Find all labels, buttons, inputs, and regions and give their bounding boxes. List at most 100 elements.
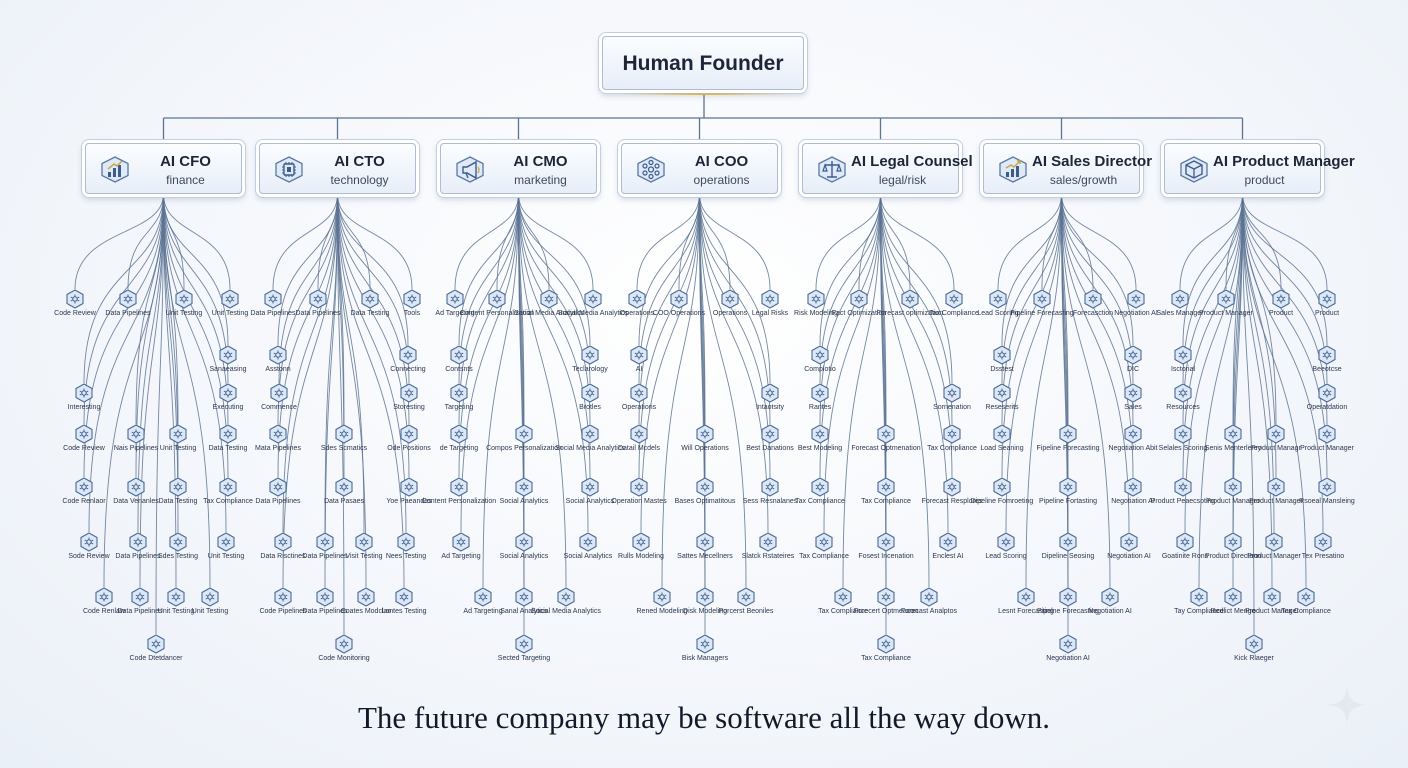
agent-node[interactable]: Forecert Optmeacon <box>831 587 941 616</box>
agent-node[interactable]: Teclarology <box>535 345 645 374</box>
agent-node[interactable]: Social Media Analytics <box>538 289 648 318</box>
agent-node[interactable]: Sales Manager <box>1125 289 1235 318</box>
agent-node[interactable]: Reseserits <box>947 383 1057 412</box>
agent-node[interactable]: Unit Testing <box>155 587 265 616</box>
agent-node[interactable]: Social Media Analytics <box>494 289 604 318</box>
agent-node[interactable]: Data Pipelines <box>263 289 373 318</box>
agent-node[interactable]: Will Operations <box>650 424 760 453</box>
agent-node[interactable]: Product <box>1226 289 1336 318</box>
agent-node[interactable]: Pipeline Fortasting <box>1013 477 1123 506</box>
agent-node[interactable]: Dipeline Seosing <box>1013 532 1123 561</box>
agent-node[interactable]: Sdes Scmatics <box>289 424 399 453</box>
agent-node[interactable]: Data Venanles <box>81 477 191 506</box>
agent-node[interactable]: Best Danations <box>715 424 825 453</box>
agent-node[interactable]: COO Operations <box>624 289 734 318</box>
agent-node[interactable]: Operations <box>675 289 785 318</box>
agent-node[interactable]: Forecast optimization <box>855 289 965 318</box>
agent-node[interactable]: Social Analytics <box>535 477 645 506</box>
agent-node[interactable]: Forecast Resplores <box>897 477 1007 506</box>
agent-node[interactable]: Rulls Modeling <box>586 532 696 561</box>
agent-node[interactable]: Connecting <box>353 345 463 374</box>
agent-node[interactable]: Forecast Analptos <box>874 587 984 616</box>
agent-node[interactable]: Contsnts <box>404 345 514 374</box>
agent-node[interactable]: Selales Scoring <box>1128 424 1238 453</box>
agent-node[interactable]: Operations <box>584 383 694 412</box>
agent-node[interactable]: Social Analytics <box>469 532 579 561</box>
agent-node[interactable]: Senis Menterlerey <box>1178 424 1288 453</box>
agent-node[interactable]: Unit Testing <box>171 532 281 561</box>
agent-node[interactable]: Data Testing <box>123 477 233 506</box>
agent-node[interactable]: Slatck Rstateires <box>713 532 823 561</box>
agent-node[interactable]: Tax Compliance <box>765 477 875 506</box>
agent-node[interactable]: Sornenation <box>897 383 1007 412</box>
agent-node[interactable]: Lontes Testing <box>349 587 459 616</box>
agent-node[interactable]: Asstonn <box>223 345 333 374</box>
agent-node[interactable]: Social Analytics <box>533 532 643 561</box>
agent-node[interactable]: Product Manager <box>1219 532 1329 561</box>
agent-node[interactable]: Complotio <box>765 345 875 374</box>
agent-node[interactable]: Operatdation <box>1272 383 1382 412</box>
agent-node[interactable]: Kick Rlaeger <box>1199 634 1309 663</box>
agent-node[interactable]: Tax Compliance <box>831 477 941 506</box>
agent-node[interactable]: Negotiation AI <box>1013 634 1123 663</box>
agent-node[interactable]: Tax Compliance <box>769 532 879 561</box>
agent-node[interactable]: Ad Targeting <box>406 532 516 561</box>
agent-node[interactable]: Isctorial <box>1128 345 1238 374</box>
agent-node[interactable]: Targeting <box>404 383 514 412</box>
agent-node[interactable]: Mata Pipelines <box>223 424 333 453</box>
agent-node[interactable]: Negotiation AI <box>1078 477 1188 506</box>
agent-node[interactable]: Data Pipelines <box>218 289 328 318</box>
agent-node[interactable]: Data Pipelines <box>85 587 195 616</box>
agent-node[interactable]: Code Renlaw <box>49 587 159 616</box>
agent-node[interactable]: Tex Compliance <box>1251 587 1361 616</box>
agent-node[interactable]: Commence <box>224 383 334 412</box>
agent-node[interactable]: Sattes Mecellners <box>650 532 760 561</box>
agent-node[interactable]: Product Peaecsoting <box>1128 477 1238 506</box>
agent-node[interactable]: Code Review <box>29 424 139 453</box>
agent-node[interactable]: Sected Targeting <box>469 634 579 663</box>
agent-node[interactable]: Rsoeal Mansleing <box>1272 477 1382 506</box>
agent-node[interactable]: Beeotcse <box>1272 345 1382 374</box>
agent-node[interactable]: Lead Scoring <box>943 289 1053 318</box>
agent-node[interactable]: Social Media Analytics <box>535 424 645 453</box>
agent-node[interactable]: Disk Modeling <box>650 587 760 616</box>
agent-node[interactable]: Negotiation AI <box>1081 289 1191 318</box>
agent-node[interactable]: Lead Scoring <box>951 532 1061 561</box>
agent-node[interactable]: Bisk Managers <box>650 634 760 663</box>
agent-node[interactable]: Negotiation Abit <box>1078 424 1188 453</box>
agent-node[interactable]: Forecast Optmenation <box>831 424 941 453</box>
agent-node[interactable]: Brotles <box>535 383 645 412</box>
agent-node[interactable]: Unit Testing <box>123 424 233 453</box>
agent-node[interactable]: Goatinite Rons <box>1130 532 1240 561</box>
agent-node[interactable]: Fact Optimization <box>804 289 914 318</box>
agent-node[interactable]: Social Analytics <box>469 477 579 506</box>
agent-node[interactable]: Load Seaning <box>947 424 1057 453</box>
agent-node[interactable]: Best Modeling <box>765 424 875 453</box>
agent-node[interactable]: Tax Compliance <box>788 587 898 616</box>
agent-node[interactable]: Sdes Testing <box>123 532 233 561</box>
agent-node[interactable]: Pipeline Forecasting <box>987 289 1097 318</box>
agent-node[interactable]: Product Manager <box>1171 289 1281 318</box>
agent-node[interactable]: Tay Compliance <box>1144 587 1254 616</box>
agent-node[interactable]: Ode Positions <box>354 424 464 453</box>
agent-node[interactable]: Sanal Analytics <box>469 587 579 616</box>
agent-node[interactable]: AI <box>584 345 694 374</box>
agent-node[interactable]: Executing <box>173 383 283 412</box>
agent-node[interactable]: Content Personalization <box>442 289 552 318</box>
agent-node[interactable]: Data Risctines <box>228 532 338 561</box>
agent-node[interactable]: Legal Risks <box>715 289 825 318</box>
agent-node[interactable]: Data Pipelines <box>73 289 183 318</box>
agent-node[interactable]: Tax Compliance <box>897 424 1007 453</box>
agent-node[interactable]: Tax Compliance <box>173 477 283 506</box>
agent-node[interactable]: Sales <box>1078 383 1188 412</box>
agent-node[interactable]: DIC <box>1078 345 1188 374</box>
agent-node[interactable]: Yoe Paeandes <box>354 477 464 506</box>
agent-node[interactable]: Redlict Menge <box>1178 587 1288 616</box>
agent-node[interactable]: Data Pipelines <box>83 532 193 561</box>
agent-node[interactable]: Data Pipelines <box>270 587 380 616</box>
